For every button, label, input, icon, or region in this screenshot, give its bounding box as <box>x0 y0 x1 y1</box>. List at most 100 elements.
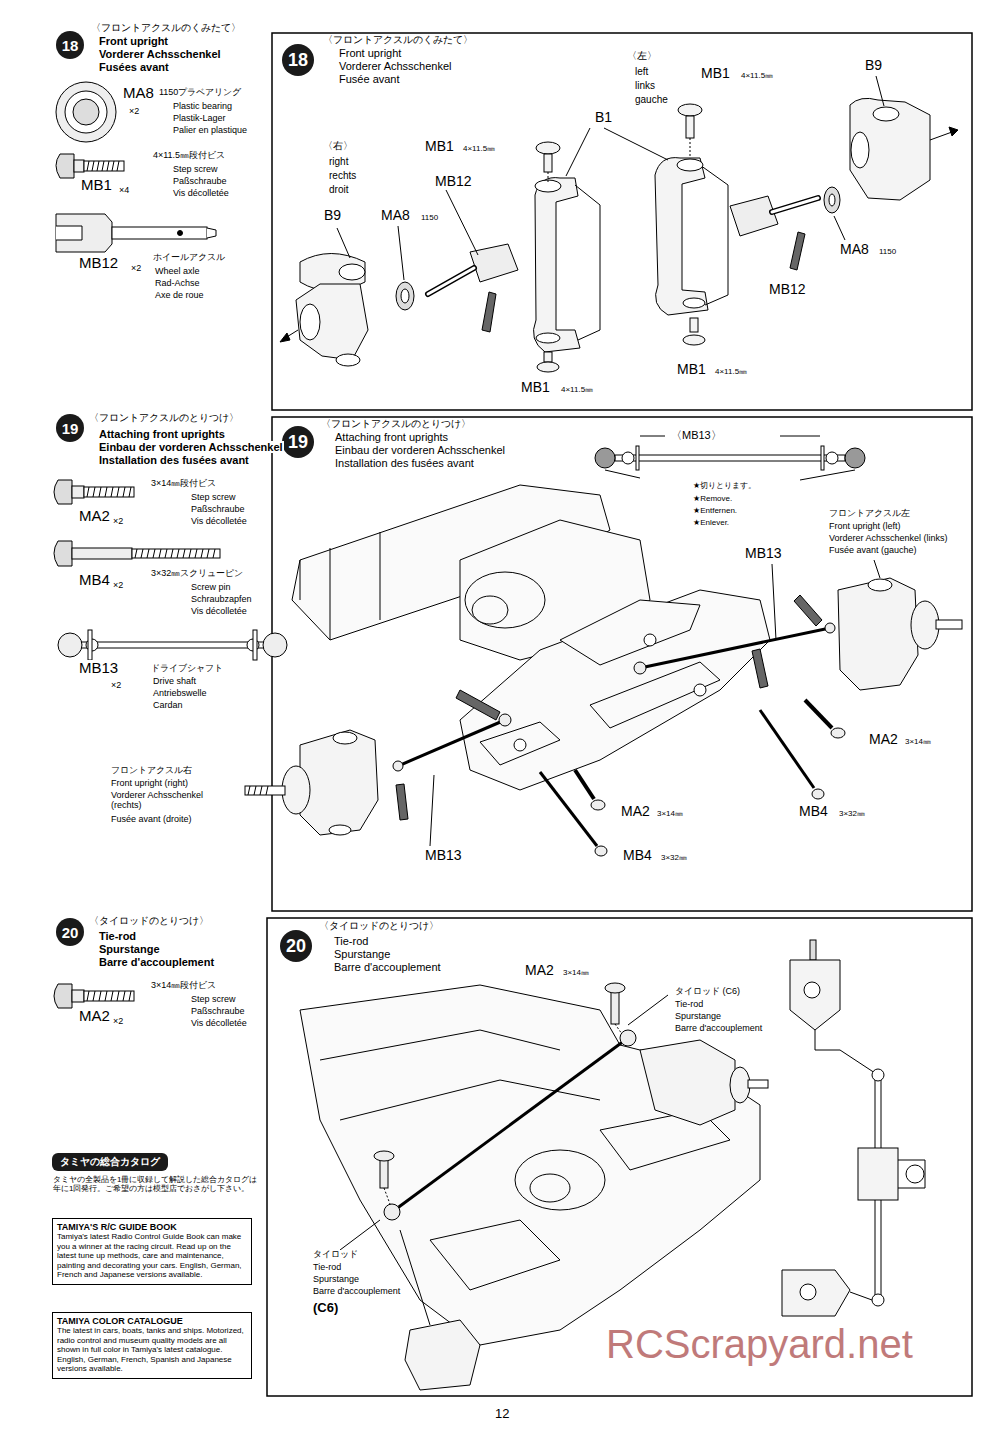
label-text: 〈右〉 <box>322 140 354 151</box>
label-text: rechts <box>328 170 357 181</box>
part-code: MB13 <box>744 546 783 561</box>
chassis-drawing <box>514 739 526 751</box>
right-upright-drawing <box>401 289 409 303</box>
panel-frame <box>272 417 972 911</box>
carrier-drawing <box>683 298 705 308</box>
label-text: ★Remove. <box>692 495 733 504</box>
label-text: 4×11.5㎜ <box>560 386 594 395</box>
right-upright-drawing <box>337 228 350 258</box>
axle-drawing <box>428 268 474 294</box>
mb13-callout-drawing <box>826 452 838 464</box>
tie-rod-drawing <box>748 1080 768 1088</box>
catalog-tag: タミヤの総合カタログ <box>52 1153 168 1171</box>
label-text: 3×32㎜ <box>838 810 866 819</box>
wheel-axle-drawing <box>112 227 207 239</box>
drive-shaft-drawing <box>430 564 776 846</box>
screw-drawing <box>540 772 597 846</box>
upright-drawing <box>333 732 357 744</box>
drive-shaft-drawing <box>398 720 505 766</box>
label-text: Front upright (right) <box>110 779 189 789</box>
left-upright-drawing <box>730 76 958 270</box>
upright-drawing <box>838 578 918 690</box>
drive-shaft-drawing <box>58 630 287 660</box>
step-screw-drawing <box>54 984 72 1008</box>
label-text: Axe de roue <box>154 291 205 301</box>
label-text: 1150 <box>420 214 439 223</box>
label-text: Front upright (left) <box>828 522 902 532</box>
drive-shaft-drawing <box>253 630 257 660</box>
label-text: ×2 <box>110 681 122 691</box>
step-screw-drawing <box>72 990 84 1002</box>
drive-shaft-drawing <box>263 633 287 657</box>
box-title: TAMIYA'S R/C GUIDE BOOK <box>57 1222 247 1232</box>
part-code: MA2 <box>620 804 651 819</box>
drive-shaft-drawing <box>70 642 275 648</box>
carrier-drawing <box>683 335 705 345</box>
right-upright-drawing <box>296 284 368 360</box>
chassis-drawing <box>300 985 760 1345</box>
drive-shaft-drawing <box>752 649 768 688</box>
screw-drawing <box>575 770 594 799</box>
carrier-drawing <box>700 165 728 305</box>
upright-drawing <box>248 786 268 795</box>
label-text: Drive shaft <box>152 677 197 687</box>
bearing-drawing <box>73 99 99 125</box>
mb13-callout-drawing <box>595 448 615 468</box>
tie-rod-drawing <box>620 1030 636 1046</box>
step-number: 19 <box>282 426 314 458</box>
label-text: Einbau der vorderen Achsschenkel <box>334 444 506 456</box>
left-upright-drawing <box>730 196 778 236</box>
screw-drawing <box>591 800 605 810</box>
label-text: Spurstange <box>674 1012 722 1022</box>
right-upright-drawing <box>280 333 290 342</box>
upright-drawing <box>300 730 378 835</box>
label-text: 〈フロントアクスルのとりつけ〉 <box>88 412 240 423</box>
label-text: Installation des fusées avant <box>98 454 250 466</box>
tie-rod-drawing <box>380 1158 388 1188</box>
label-text: Attaching front uprights <box>334 431 449 443</box>
box-title: タミヤの総合カタログ <box>60 1155 160 1169</box>
label-text: 12 <box>494 1407 510 1421</box>
label-text: 3×14㎜段付ビス <box>150 479 217 489</box>
label-text: ×2 <box>130 264 142 274</box>
tie-rod-detail-drawing <box>810 940 816 960</box>
step-number: 20 <box>56 918 84 946</box>
label-text: Barre d'accouplement <box>312 1287 401 1297</box>
chassis-drawing <box>644 634 656 646</box>
label-text: タミヤの全製品を1冊に収録して解説した総合カタログは年に1回発行。ご希望の方は模… <box>52 1176 259 1194</box>
chassis-drawing <box>460 590 770 790</box>
step-screw-drawing <box>87 487 131 497</box>
screw-drawing <box>540 700 845 856</box>
chassis-drawing <box>430 1220 560 1290</box>
part-code: MB12 <box>768 282 807 297</box>
part-code: MB12 <box>434 174 473 189</box>
label-text: 4×11.5㎜ <box>462 145 496 154</box>
part-code: MB13 <box>424 848 463 863</box>
axle-drawing <box>428 190 518 332</box>
screw-pin-drawing <box>135 549 215 558</box>
part-code: MA8 <box>839 242 870 257</box>
label-text: フロントアクスル右 <box>110 766 193 776</box>
label-text: Vis décolletée <box>190 607 248 617</box>
axle-drawing <box>446 190 478 255</box>
tie-rod-drawing <box>405 1320 480 1390</box>
label-text: 〈MB13〉 <box>670 429 723 441</box>
mb13-callout-drawing <box>595 436 865 480</box>
mb13-callout-drawing <box>640 436 820 437</box>
screw-drawing <box>805 700 832 728</box>
right-upright-drawing <box>300 304 320 340</box>
panel-frame <box>267 918 972 1396</box>
panel-frame <box>267 33 972 1396</box>
info-box: TAMIYA'S R/C GUIDE BOOKTamiya's latest R… <box>52 1218 252 1285</box>
carrier-drawing <box>655 158 708 315</box>
right-upright-drawing <box>336 354 360 366</box>
step-number: 18 <box>282 44 314 76</box>
step-screw-drawing <box>84 161 124 171</box>
tie-rod-drawing <box>611 990 619 1024</box>
drive-shaft-drawing <box>499 714 511 726</box>
label-text: ドライブシャフト <box>150 664 224 674</box>
part-code: MA8 <box>122 85 155 102</box>
label-text: ★Enlever. <box>692 519 730 528</box>
label-text: Vorderer Achsschenkel <box>98 48 222 60</box>
